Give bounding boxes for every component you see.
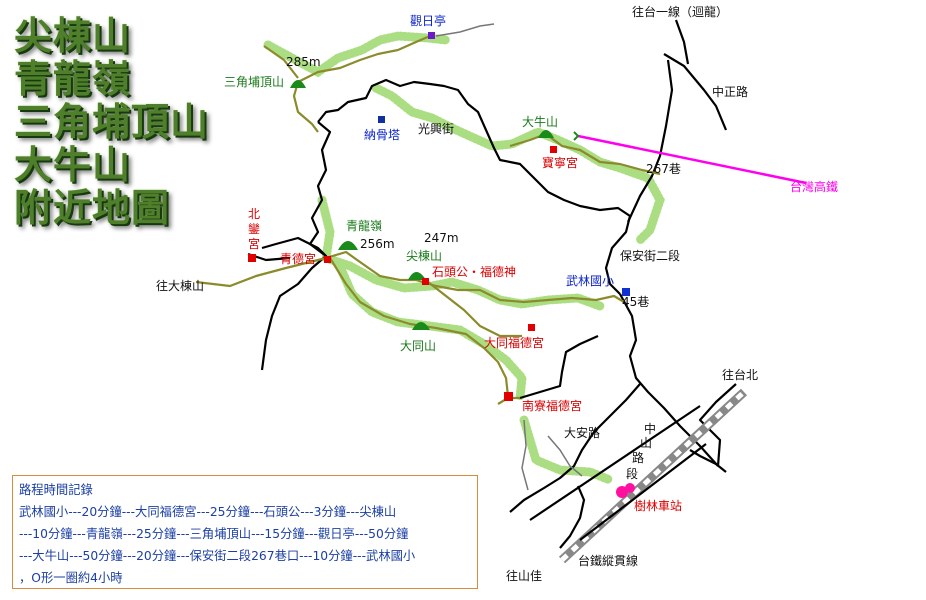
roads: [247, 19, 737, 549]
label-daan-rd: 大安路: [564, 425, 600, 440]
title-line-5: 附近地圖: [14, 185, 171, 230]
trail-sanjiaopu-down: [292, 81, 319, 133]
mountain-icons: [290, 80, 554, 330]
trails: [195, 34, 661, 405]
label-sanjiaopu: 三角埔頂山: [224, 75, 284, 89]
label-elev-285: 285m: [286, 55, 321, 69]
label-daniu: 大牛山: [522, 114, 558, 129]
label-to-taipei: 往台北: [722, 367, 758, 382]
label-beiluan-3: 宮: [248, 236, 260, 251]
route-log-line: ，O形一圈約4小時: [19, 571, 123, 585]
label-qingde-temple: 青德宮: [280, 251, 316, 266]
road-zhongshan-2: [579, 443, 707, 541]
datong-temple-marker: [528, 324, 535, 331]
route-log-line: ---大牛山---50分鐘---20分鐘---保安街二段267巷口---10分鐘…: [19, 549, 416, 563]
label-rail-line: 台鐵縱貫線: [578, 553, 638, 568]
shitougong-marker: [422, 278, 429, 285]
title-line-4: 大牛山: [14, 142, 132, 187]
title-line-2: 青龍嶺: [14, 56, 132, 101]
label-wulin-school: 武林國小: [566, 274, 614, 288]
label-nanliao-temple: 南寮福德宮: [522, 398, 582, 413]
label-baoning-temple: 寶寧宮: [542, 155, 578, 170]
road-south-branch: [559, 485, 586, 549]
label-nagu-tower: 納骨塔: [364, 128, 400, 142]
minor-paths: [435, 23, 583, 491]
trail-285: [263, 45, 299, 79]
label-jiandong: 尖棟山: [406, 248, 442, 263]
road-west-loop: [308, 121, 332, 257]
label-elev-247: 247m: [424, 231, 459, 245]
road-west: [260, 236, 328, 371]
label-lane-267: 267巷: [646, 162, 681, 176]
qinglong-mountain-icon: [338, 241, 358, 250]
label-shitougong: 石頭公・福德神: [432, 264, 516, 279]
route-log-line: 武林國小---20分鐘---大同福德宮---25分鐘---石頭公---3分鐘--…: [19, 505, 397, 519]
road-to-taipei: [698, 383, 737, 467]
label-zhongshan-3: 路: [632, 450, 644, 465]
label-datong-mtn: 大同山: [400, 339, 436, 353]
trail-north: [297, 34, 431, 83]
label-zhongzheng-rd: 中正路: [712, 84, 748, 99]
label-datong-temple: 大同福德宮: [484, 335, 544, 350]
label-beiluan-2: 鑾: [248, 221, 260, 236]
station-marker: [616, 483, 635, 498]
road-zhongshan: [529, 405, 701, 521]
label-shulin-station: 樹林車站: [634, 499, 682, 513]
title-line-3: 三角埔頂山: [14, 99, 210, 144]
road-shaft-north: [627, 59, 674, 223]
label-zhongshan-2: 山: [640, 436, 652, 450]
road-zhongzheng: [663, 53, 728, 131]
datong-mountain-icon: [412, 322, 430, 330]
label-elev-256: 256m: [360, 237, 395, 251]
nagu-tower-marker: [378, 116, 385, 123]
label-hsr: 台灣高鐵: [790, 179, 838, 194]
label-guanri-pavilion: 觀日亭: [410, 13, 446, 28]
road-daan: [509, 383, 641, 513]
jiandong-mountain-icon: [408, 272, 426, 280]
hsr-end-marker: [573, 131, 580, 141]
route-log-line: ---10分鐘---青龍嶺---25分鐘---三角埔頂山---15分鐘---觀日…: [19, 527, 409, 541]
route-log-title: 路程時間記錄: [19, 483, 93, 497]
label-guangxing-st: 光興街: [418, 122, 454, 136]
label-to-taiyi: 往台一線（迴龍）: [632, 4, 728, 19]
beiluan-temple-marker: [248, 254, 256, 262]
label-duan: 段: [626, 466, 638, 481]
label-to-shanjia: 往山佳: [506, 568, 542, 583]
road-to-taiyi: [674, 19, 690, 65]
qingde-temple-marker: [324, 256, 331, 263]
label-zhongshan-1: 中: [644, 421, 656, 436]
guanri-pavilion-marker: [428, 32, 435, 39]
label-lane-45: 45巷: [622, 295, 649, 309]
sanjiaopu-mountain-icon: [290, 80, 306, 88]
title-line-1: 尖棟山: [14, 13, 132, 58]
wulin-school-marker: [622, 288, 630, 296]
road-north: [317, 78, 632, 295]
hsr-line: [577, 134, 807, 185]
label-beiluan-1: 北: [248, 207, 260, 221]
trail-shitou: [427, 281, 522, 338]
road-baoan: [619, 293, 719, 467]
route-time-log: 路程時間記錄 武林國小---20分鐘---大同福德宮---25分鐘---石頭公-…: [12, 475, 478, 589]
label-baoan-st2: 保安街二段: [620, 248, 680, 263]
trail-daniu: [509, 132, 661, 176]
daniu-mountain-icon: [538, 130, 554, 138]
road-south: [519, 334, 599, 400]
railway: [558, 388, 748, 564]
trail-datong: [329, 257, 510, 397]
label-qinglong: 青龍嶺: [346, 218, 382, 233]
label-to-dadong: 往大棟山: [156, 278, 204, 293]
baoning-temple-marker: [550, 146, 557, 153]
map-title: 尖棟山 青龍嶺 三角埔頂山 大牛山 附近地圖: [14, 14, 209, 229]
nanliao-temple-marker: [504, 392, 513, 401]
